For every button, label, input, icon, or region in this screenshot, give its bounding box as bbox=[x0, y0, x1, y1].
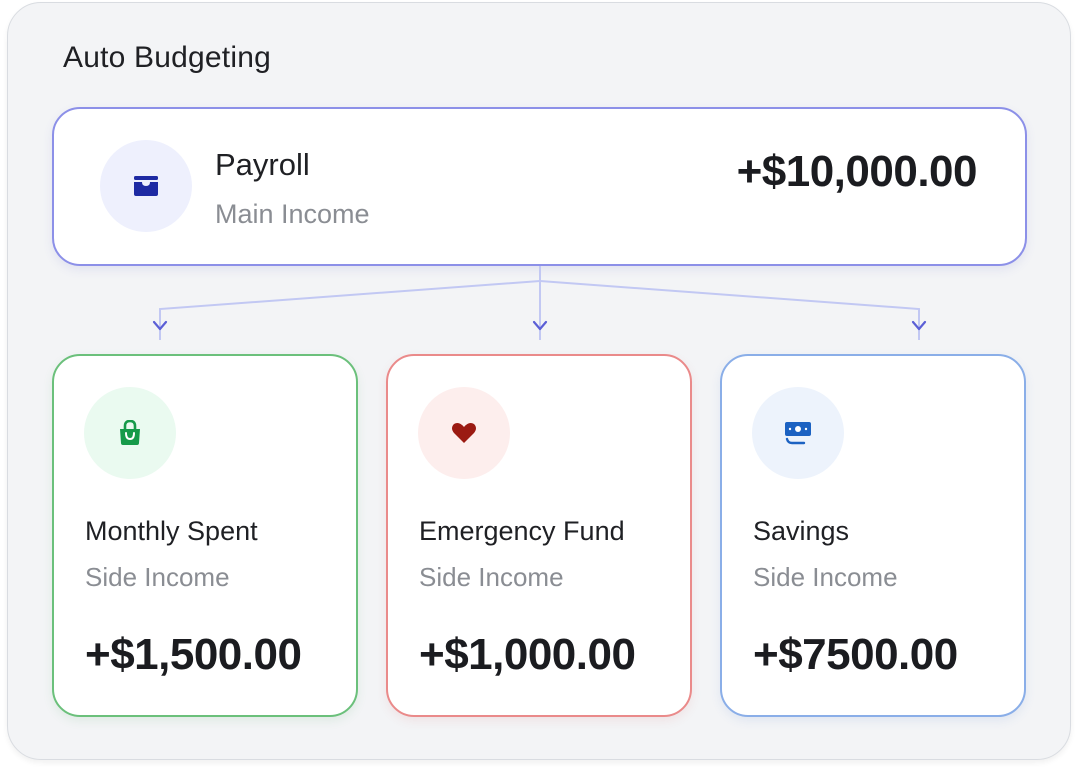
card-icon-badge bbox=[752, 387, 844, 479]
card-amount: +$7500.00 bbox=[753, 630, 958, 679]
card-savings[interactable]: Savings Side Income +$7500.00 bbox=[720, 354, 1026, 717]
connector-right bbox=[539, 280, 920, 340]
arrow-down-icon bbox=[911, 320, 927, 331]
card-emergency-fund[interactable]: Emergency Fund Side Income +$1,000.00 bbox=[386, 354, 692, 717]
connector-left bbox=[159, 280, 541, 340]
money-bill-icon bbox=[785, 422, 811, 445]
payroll-name: Payroll bbox=[215, 147, 310, 182]
card-name: Emergency Fund bbox=[419, 516, 625, 546]
panel-title: Auto Budgeting bbox=[63, 41, 271, 74]
payroll-icon-badge bbox=[100, 140, 192, 232]
inbox-tray-icon bbox=[134, 176, 158, 196]
shopping-bag-icon bbox=[120, 420, 140, 445]
arrow-down-icon bbox=[532, 320, 548, 331]
card-subtitle: Side Income bbox=[85, 562, 230, 592]
payroll-amount: +$10,000.00 bbox=[736, 147, 978, 196]
card-name: Savings bbox=[753, 516, 850, 546]
payroll-subtitle: Main Income bbox=[215, 199, 370, 229]
card-monthly-spent[interactable]: Monthly Spent Side Income +$1,500.00 bbox=[52, 354, 358, 717]
payroll-card[interactable]: Payroll Main Income +$10,000.00 bbox=[52, 107, 1027, 266]
card-icon-badge bbox=[418, 387, 510, 479]
card-name: Monthly Spent bbox=[85, 516, 258, 546]
card-amount: +$1,000.00 bbox=[419, 630, 636, 679]
arrow-down-icon bbox=[152, 320, 168, 331]
card-amount: +$1,500.00 bbox=[85, 630, 302, 679]
card-icon-badge bbox=[84, 387, 176, 479]
card-subtitle: Side Income bbox=[419, 562, 564, 592]
heart-icon bbox=[452, 423, 476, 443]
card-subtitle: Side Income bbox=[753, 562, 898, 592]
